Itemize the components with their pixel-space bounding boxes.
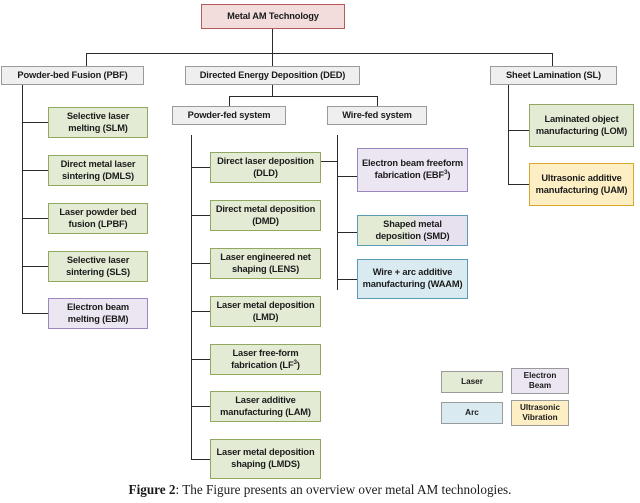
node-label: Laser engineered net shaping (LENS) — [220, 251, 311, 274]
node-label: Laser free-form fabrication (LF3) — [231, 347, 300, 370]
connector-pbf-sls — [22, 266, 48, 267]
connector-pbf-ebm — [22, 313, 48, 314]
node-label: Electron beam freeform fabrication (EBF3… — [361, 158, 464, 180]
connector-ded-bus — [229, 96, 377, 97]
node-electron-beam-melting[interactable]: Electron beam melting (EBM) — [48, 298, 148, 329]
node-label: Laser additive manufacturing (LAM) — [220, 394, 311, 417]
connector-wf-smd — [337, 232, 357, 233]
connector-sl-uam — [508, 184, 529, 185]
node-laser-metal-deposition[interactable]: Laser metal deposition (LMD) — [210, 296, 321, 327]
node-label: Metal AM Technology — [227, 10, 319, 21]
connector-drop-powder-fed — [229, 96, 230, 106]
connector-pbf-dmls — [22, 170, 48, 171]
caption-label: Figure 2 — [128, 482, 176, 497]
node-powder-fed-system[interactable]: Powder-fed system — [172, 106, 286, 125]
node-label: Electron beam melting (EBM) — [66, 301, 130, 324]
node-direct-metal-laser-sintering[interactable]: Direct metal laser sintering (DMLS) — [48, 155, 148, 186]
node-wire-arc-additive-manufacturing[interactable]: Wire + arc additive manufacturing (WAAM) — [357, 259, 468, 299]
node-ultrasonic-additive-manufacturing[interactable]: Ultrasonic additive manufacturing (UAM) — [529, 163, 634, 206]
connector-pf-lf3 — [191, 359, 210, 360]
node-label: Laser metal deposition shaping (LMDS) — [216, 447, 315, 469]
node-powder-bed-fusion[interactable]: Powder-bed Fusion (PBF) — [1, 66, 144, 85]
node-label: Wire-fed system — [342, 109, 412, 120]
connector-drop-ded — [272, 53, 273, 66]
connector-pf-lmd — [191, 311, 210, 312]
node-metal-am-technology[interactable]: Metal AM Technology — [201, 4, 345, 29]
connector-pf-lens — [191, 263, 210, 264]
node-label: Direct metal laser sintering (DMLS) — [60, 158, 136, 181]
node-shaped-metal-deposition[interactable]: Shaped metal deposition (SMD) — [357, 215, 468, 246]
legend-item-electron-beam: Electron Beam — [511, 368, 569, 394]
connector-drop-sl — [552, 53, 553, 66]
connector-powderfed-spine — [191, 135, 192, 459]
legend-label: Laser — [461, 377, 483, 386]
node-label: Wire + arc additive manufacturing (WAAM) — [362, 267, 463, 289]
connector-root-stem — [272, 29, 273, 53]
node-label: Direct laser deposition (DLD) — [217, 155, 314, 178]
node-laser-metal-deposition-shaping[interactable]: Laser metal deposition shaping (LMDS) — [210, 439, 321, 479]
connector-pf-dld — [191, 167, 210, 168]
node-label: Powder-fed system — [187, 109, 271, 120]
node-laser-powder-bed-fusion[interactable]: Laser powder bed fusion (LPBF) — [48, 203, 148, 234]
node-direct-laser-deposition[interactable]: Direct laser deposition (DLD) — [210, 152, 321, 183]
node-label: Directed Energy Deposition (DED) — [199, 69, 346, 80]
node-label: Laser metal deposition (LMD) — [216, 299, 315, 322]
legend-item-arc: Arc — [441, 402, 503, 424]
connector-top-bus — [86, 53, 552, 54]
node-label: Shaped metal deposition (SMD) — [375, 218, 450, 241]
node-laminated-object-manufacturing[interactable]: Laminated object manufacturing (LOM) — [529, 104, 634, 147]
connector-sl-lom — [508, 130, 529, 131]
node-label: Sheet Lamination (SL) — [506, 69, 601, 80]
legend-label: Electron Beam — [523, 371, 557, 390]
node-laser-additive-manufacturing[interactable]: Laser additive manufacturing (LAM) — [210, 391, 321, 422]
node-sheet-lamination[interactable]: Sheet Lamination (SL) — [490, 66, 617, 85]
connector-ded-stem — [272, 84, 273, 96]
legend-item-laser: Laser — [441, 371, 503, 393]
connector-pf-lam — [191, 406, 210, 407]
node-label: Ultrasonic additive manufacturing (UAM) — [535, 172, 628, 195]
caption-text: : The Figure presents an overview over m… — [175, 482, 512, 497]
connector-wf-waam — [337, 279, 357, 280]
connector-dld-to-wirefed — [321, 161, 337, 162]
connector-wirefed-spine — [337, 135, 338, 290]
node-label: Direct metal deposition (DMD) — [215, 203, 316, 226]
figure-caption: Figure 2: The Figure presents an overvie… — [0, 482, 640, 498]
connector-pbf-lpbf — [22, 218, 48, 219]
node-selective-laser-sintering[interactable]: Selective laser sintering (SLS) — [48, 251, 148, 282]
legend-label: Ultrasonic Vibration — [519, 403, 561, 422]
legend-item-ultrasonic-vibration: Ultrasonic Vibration — [511, 400, 569, 426]
node-label: Laminated object manufacturing (LOM) — [535, 113, 628, 136]
node-selective-laser-melting[interactable]: Selective laser melting (SLM) — [48, 107, 148, 138]
node-wire-fed-system[interactable]: Wire-fed system — [327, 106, 427, 125]
node-label: Powder-bed Fusion (PBF) — [17, 69, 128, 80]
connector-wf-ebf3 — [337, 176, 357, 177]
connector-drop-wire-fed — [377, 96, 378, 106]
connector-pbf-spine — [22, 84, 23, 313]
connector-pf-lmds — [191, 459, 210, 460]
node-electron-beam-freeform-fabrication[interactable]: Electron beam freeform fabrication (EBF3… — [357, 148, 468, 192]
node-direct-metal-deposition[interactable]: Direct metal deposition (DMD) — [210, 200, 321, 231]
node-directed-energy-deposition[interactable]: Directed Energy Deposition (DED) — [185, 66, 360, 85]
connector-sl-spine — [508, 84, 509, 184]
connector-drop-pbf — [86, 53, 87, 66]
legend-label: Arc — [465, 408, 479, 417]
connector-pf-dmd — [191, 215, 210, 216]
node-label: Selective laser sintering (SLS) — [66, 254, 130, 277]
node-laser-free-form-fabrication[interactable]: Laser free-form fabrication (LF3) — [210, 344, 321, 375]
node-label: Selective laser melting (SLM) — [66, 110, 130, 133]
node-label: Laser powder bed fusion (LPBF) — [59, 206, 137, 229]
connector-pbf-slm — [22, 122, 48, 123]
node-laser-engineered-net-shaping[interactable]: Laser engineered net shaping (LENS) — [210, 248, 321, 279]
